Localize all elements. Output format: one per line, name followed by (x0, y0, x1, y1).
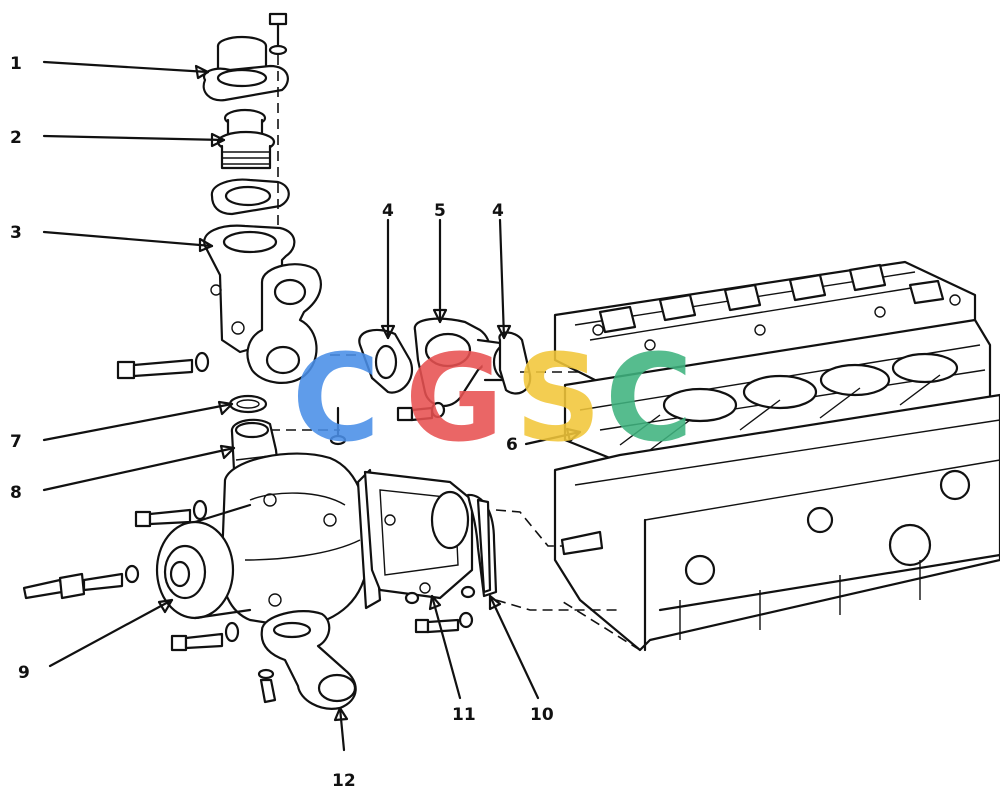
water-inlet-elbow (260, 610, 357, 710)
watermark-letter-g: G (405, 330, 504, 469)
cover-gasket (466, 493, 498, 598)
thermostat (216, 108, 276, 170)
pump-bolt-upper (134, 499, 208, 528)
callout-9: 9 (18, 663, 30, 683)
water-pump-pulley (155, 503, 252, 620)
inlet-bolt (257, 668, 277, 704)
o-ring (228, 394, 268, 414)
callout-labels: 1 2 3 4 5 4 7 6 8 9 11 10 12 (10, 54, 554, 791)
pump-cover-plate (363, 470, 474, 600)
callout-1: 1 (10, 54, 22, 74)
callout-8: 8 (10, 483, 22, 503)
callout-3: 3 (10, 223, 22, 243)
callout-10: 10 (530, 705, 554, 725)
thermostat-housing-cover (202, 35, 289, 102)
thermostat-gasket (210, 178, 290, 216)
cylinder-head-assembly (553, 260, 992, 472)
thermostat-bolt (268, 12, 288, 56)
cover-bolt-upper (404, 585, 476, 605)
pump-stud (329, 406, 347, 446)
cylinder-block (553, 393, 1000, 652)
leader-lines (42, 60, 582, 752)
thermostat-housing (203, 224, 322, 384)
watermark-letter-c1: C (292, 330, 380, 469)
pump-bolt-lower (170, 621, 240, 652)
cover-bolt-lower (414, 611, 474, 634)
callout-5: 5 (434, 201, 446, 221)
elbow-bolt (396, 401, 446, 422)
callout-12: 12 (332, 771, 356, 791)
pulley-stud (22, 564, 140, 600)
watermark-letter-c2: C (605, 330, 693, 469)
watermark-letter-s: S (515, 330, 601, 469)
callout-6: 6 (506, 435, 518, 455)
callout-4b: 4 (492, 201, 504, 221)
callout-11: 11 (452, 705, 476, 725)
callout-7: 7 (10, 432, 22, 452)
callout-2: 2 (10, 128, 22, 148)
water-pump-body (220, 452, 370, 630)
watermark-logo: C G S C (292, 330, 693, 469)
callout-4a: 4 (382, 201, 394, 221)
water-outlet-gasket-left (358, 328, 413, 394)
housing-bolt (116, 351, 210, 380)
